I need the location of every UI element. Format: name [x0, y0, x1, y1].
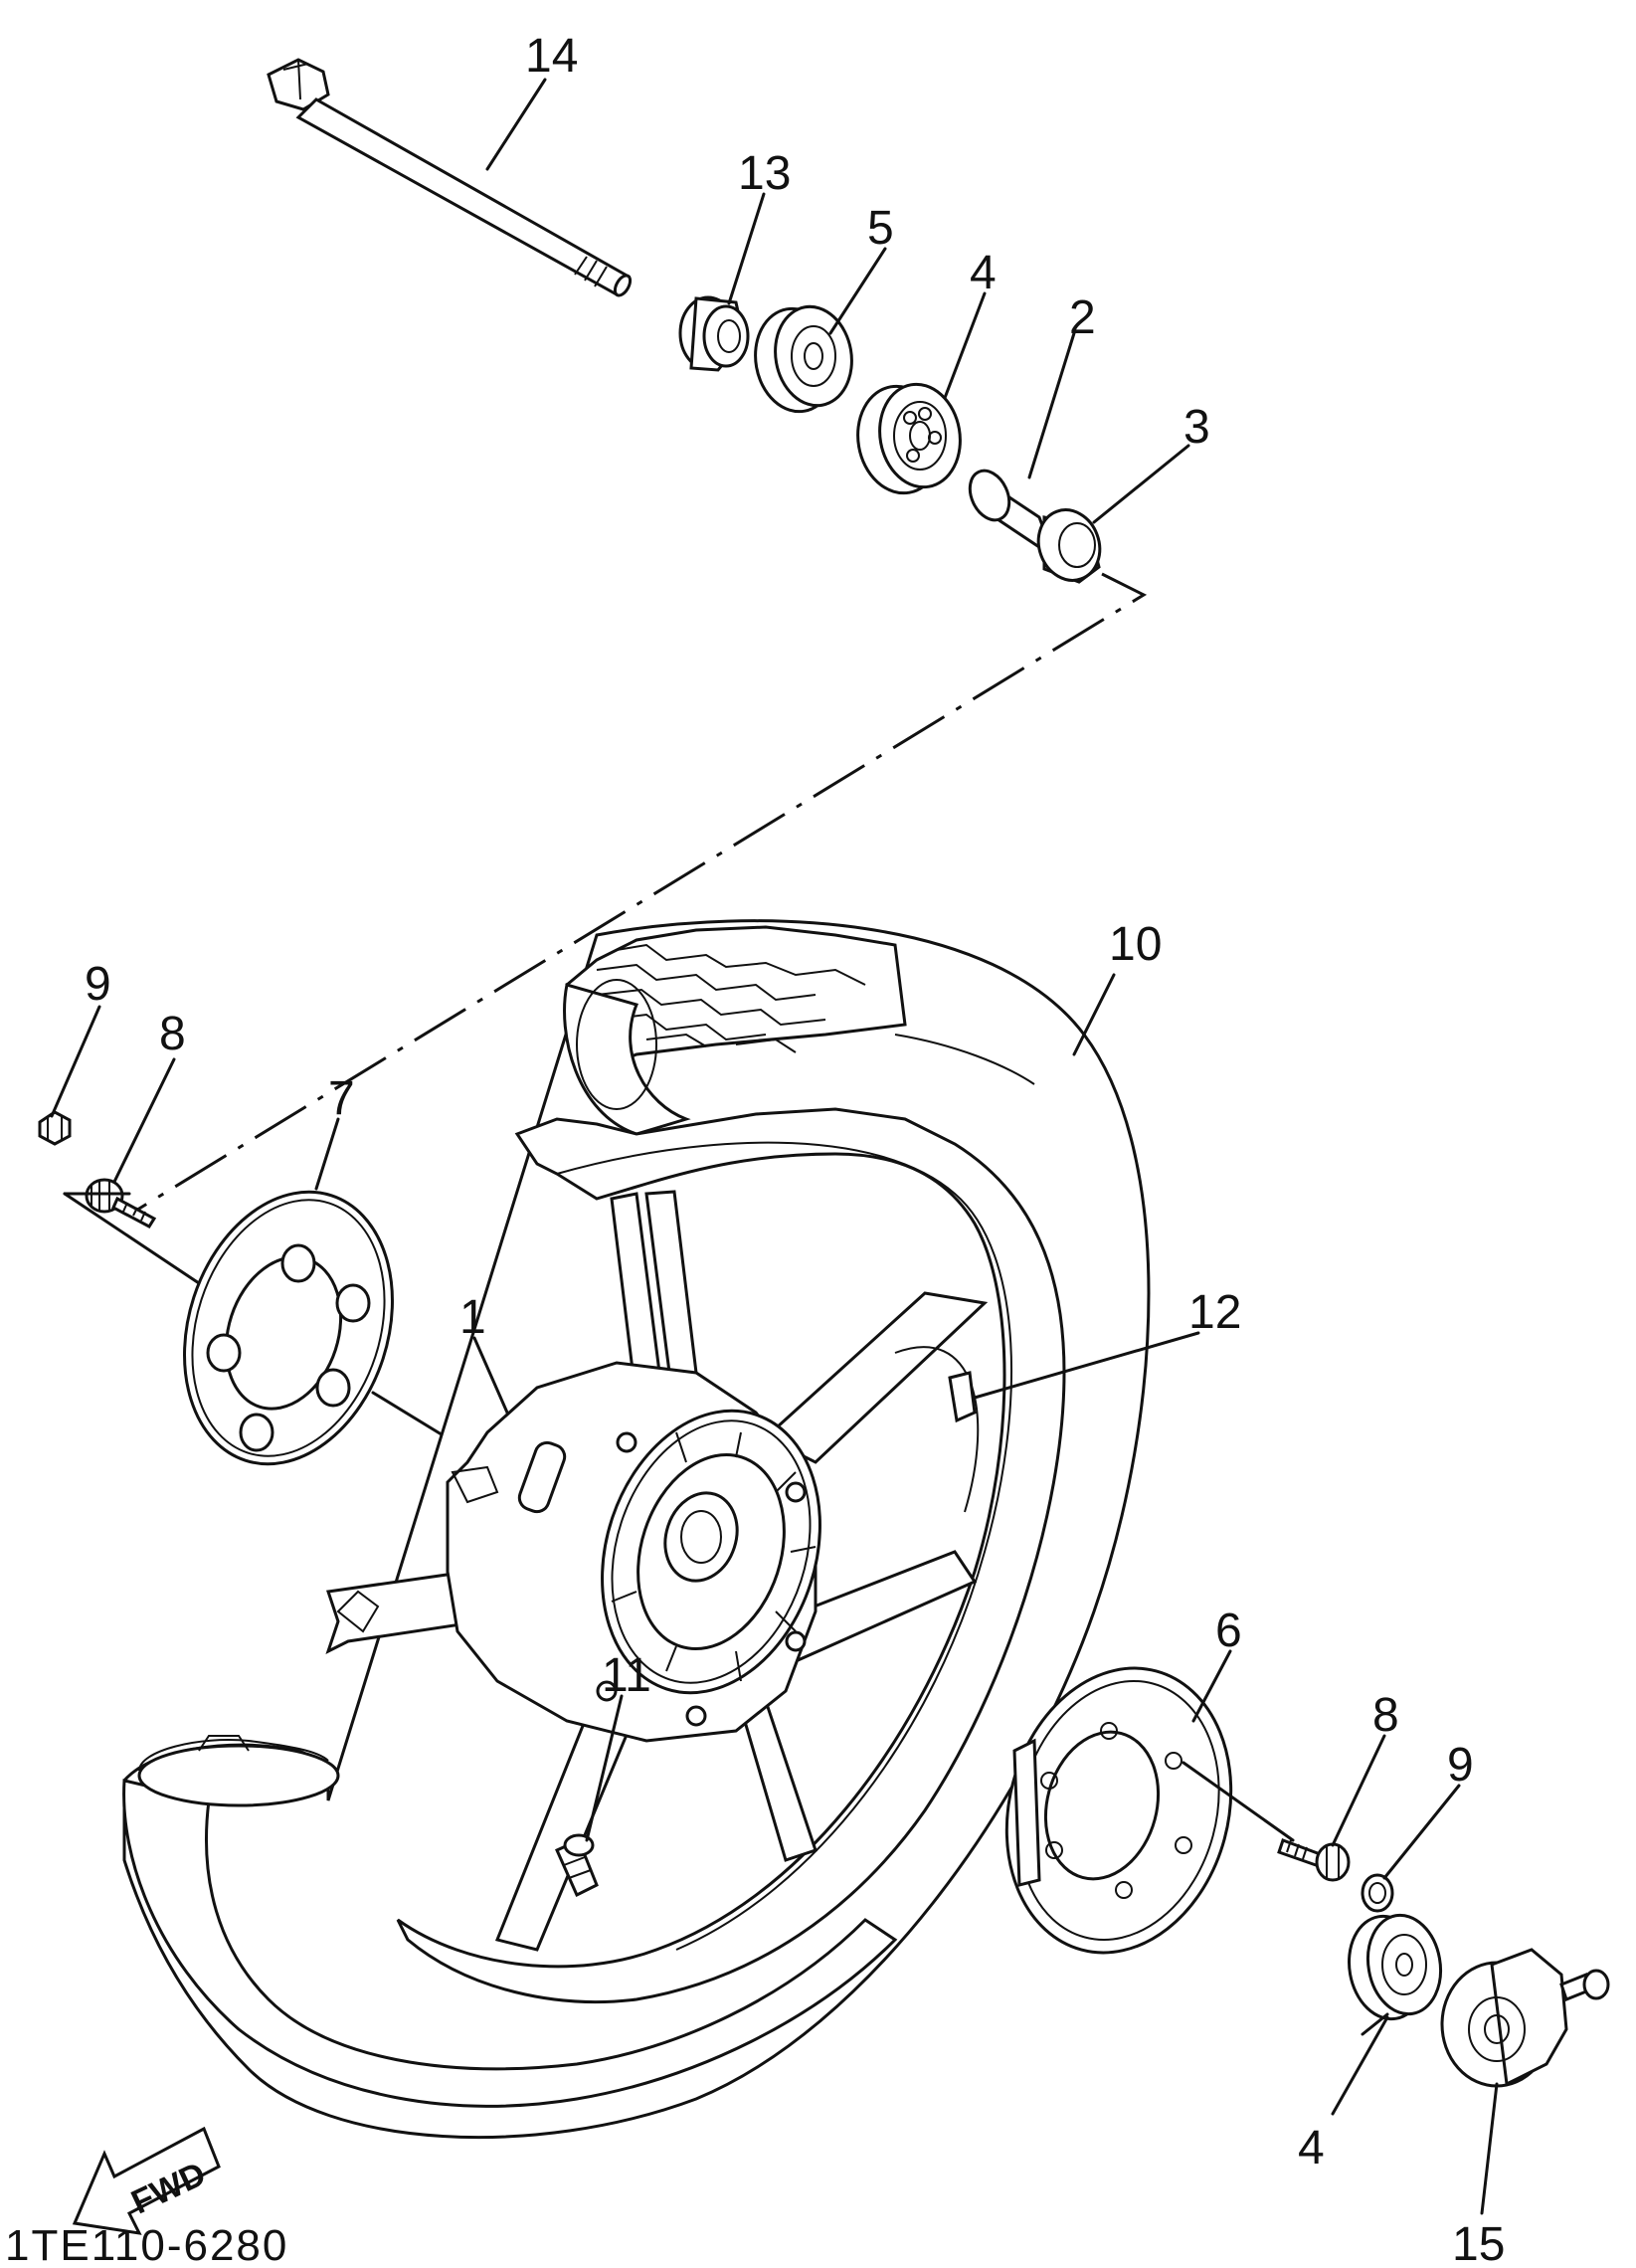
collar-icon	[678, 295, 750, 372]
part-label-4-top: 4	[970, 247, 997, 299]
part-label-6: 6	[1215, 1605, 1242, 1657]
bearing-icon	[856, 382, 962, 495]
bolt-icon	[1277, 1838, 1351, 1882]
part-label-7: 7	[328, 1072, 355, 1125]
part-label-8-left: 8	[159, 1008, 186, 1060]
part-label-10: 10	[1109, 918, 1162, 971]
bearing-icon	[754, 304, 853, 414]
part-label-2: 2	[1069, 291, 1096, 344]
part-label-1: 1	[459, 1291, 486, 1344]
nut-icon	[1361, 1873, 1394, 1913]
part-label-5: 5	[867, 202, 894, 255]
part-label-12: 12	[1188, 1286, 1241, 1339]
bearing-icon	[1348, 1913, 1443, 2021]
part-label-14: 14	[525, 30, 578, 83]
bolt-icon	[85, 1178, 157, 1228]
axle-icon	[267, 58, 633, 297]
diagram-code: 1TE110-6280	[5, 2221, 288, 2268]
fwd-arrow-icon: FWD	[72, 2126, 221, 2235]
part-label-13: 13	[738, 147, 791, 200]
balance-weight-icon	[948, 1371, 977, 1423]
part-label-9-right: 9	[1447, 1739, 1474, 1792]
assembly-line	[1182, 1761, 1295, 1842]
nut-icon	[38, 1110, 72, 1146]
assembly-line	[133, 572, 1148, 1214]
part-label-4-bottom: 4	[1298, 2122, 1325, 2174]
part-label-8-right: 8	[1372, 1689, 1399, 1742]
part-label-15: 15	[1452, 2218, 1505, 2268]
brake-disc-icon	[183, 1190, 394, 1466]
part-label-9-left: 9	[85, 958, 111, 1011]
part-label-3: 3	[1183, 401, 1210, 454]
part-label-11: 11	[602, 1649, 651, 1702]
leader-lines	[50, 78, 1499, 2215]
brake-disc-icon	[1004, 1666, 1233, 1955]
assembly-line	[63, 1192, 201, 1285]
meter-gear-icon	[1440, 1948, 1610, 2088]
spacer-icon	[968, 469, 1102, 584]
front-wheel-icon	[446, 1361, 821, 1743]
